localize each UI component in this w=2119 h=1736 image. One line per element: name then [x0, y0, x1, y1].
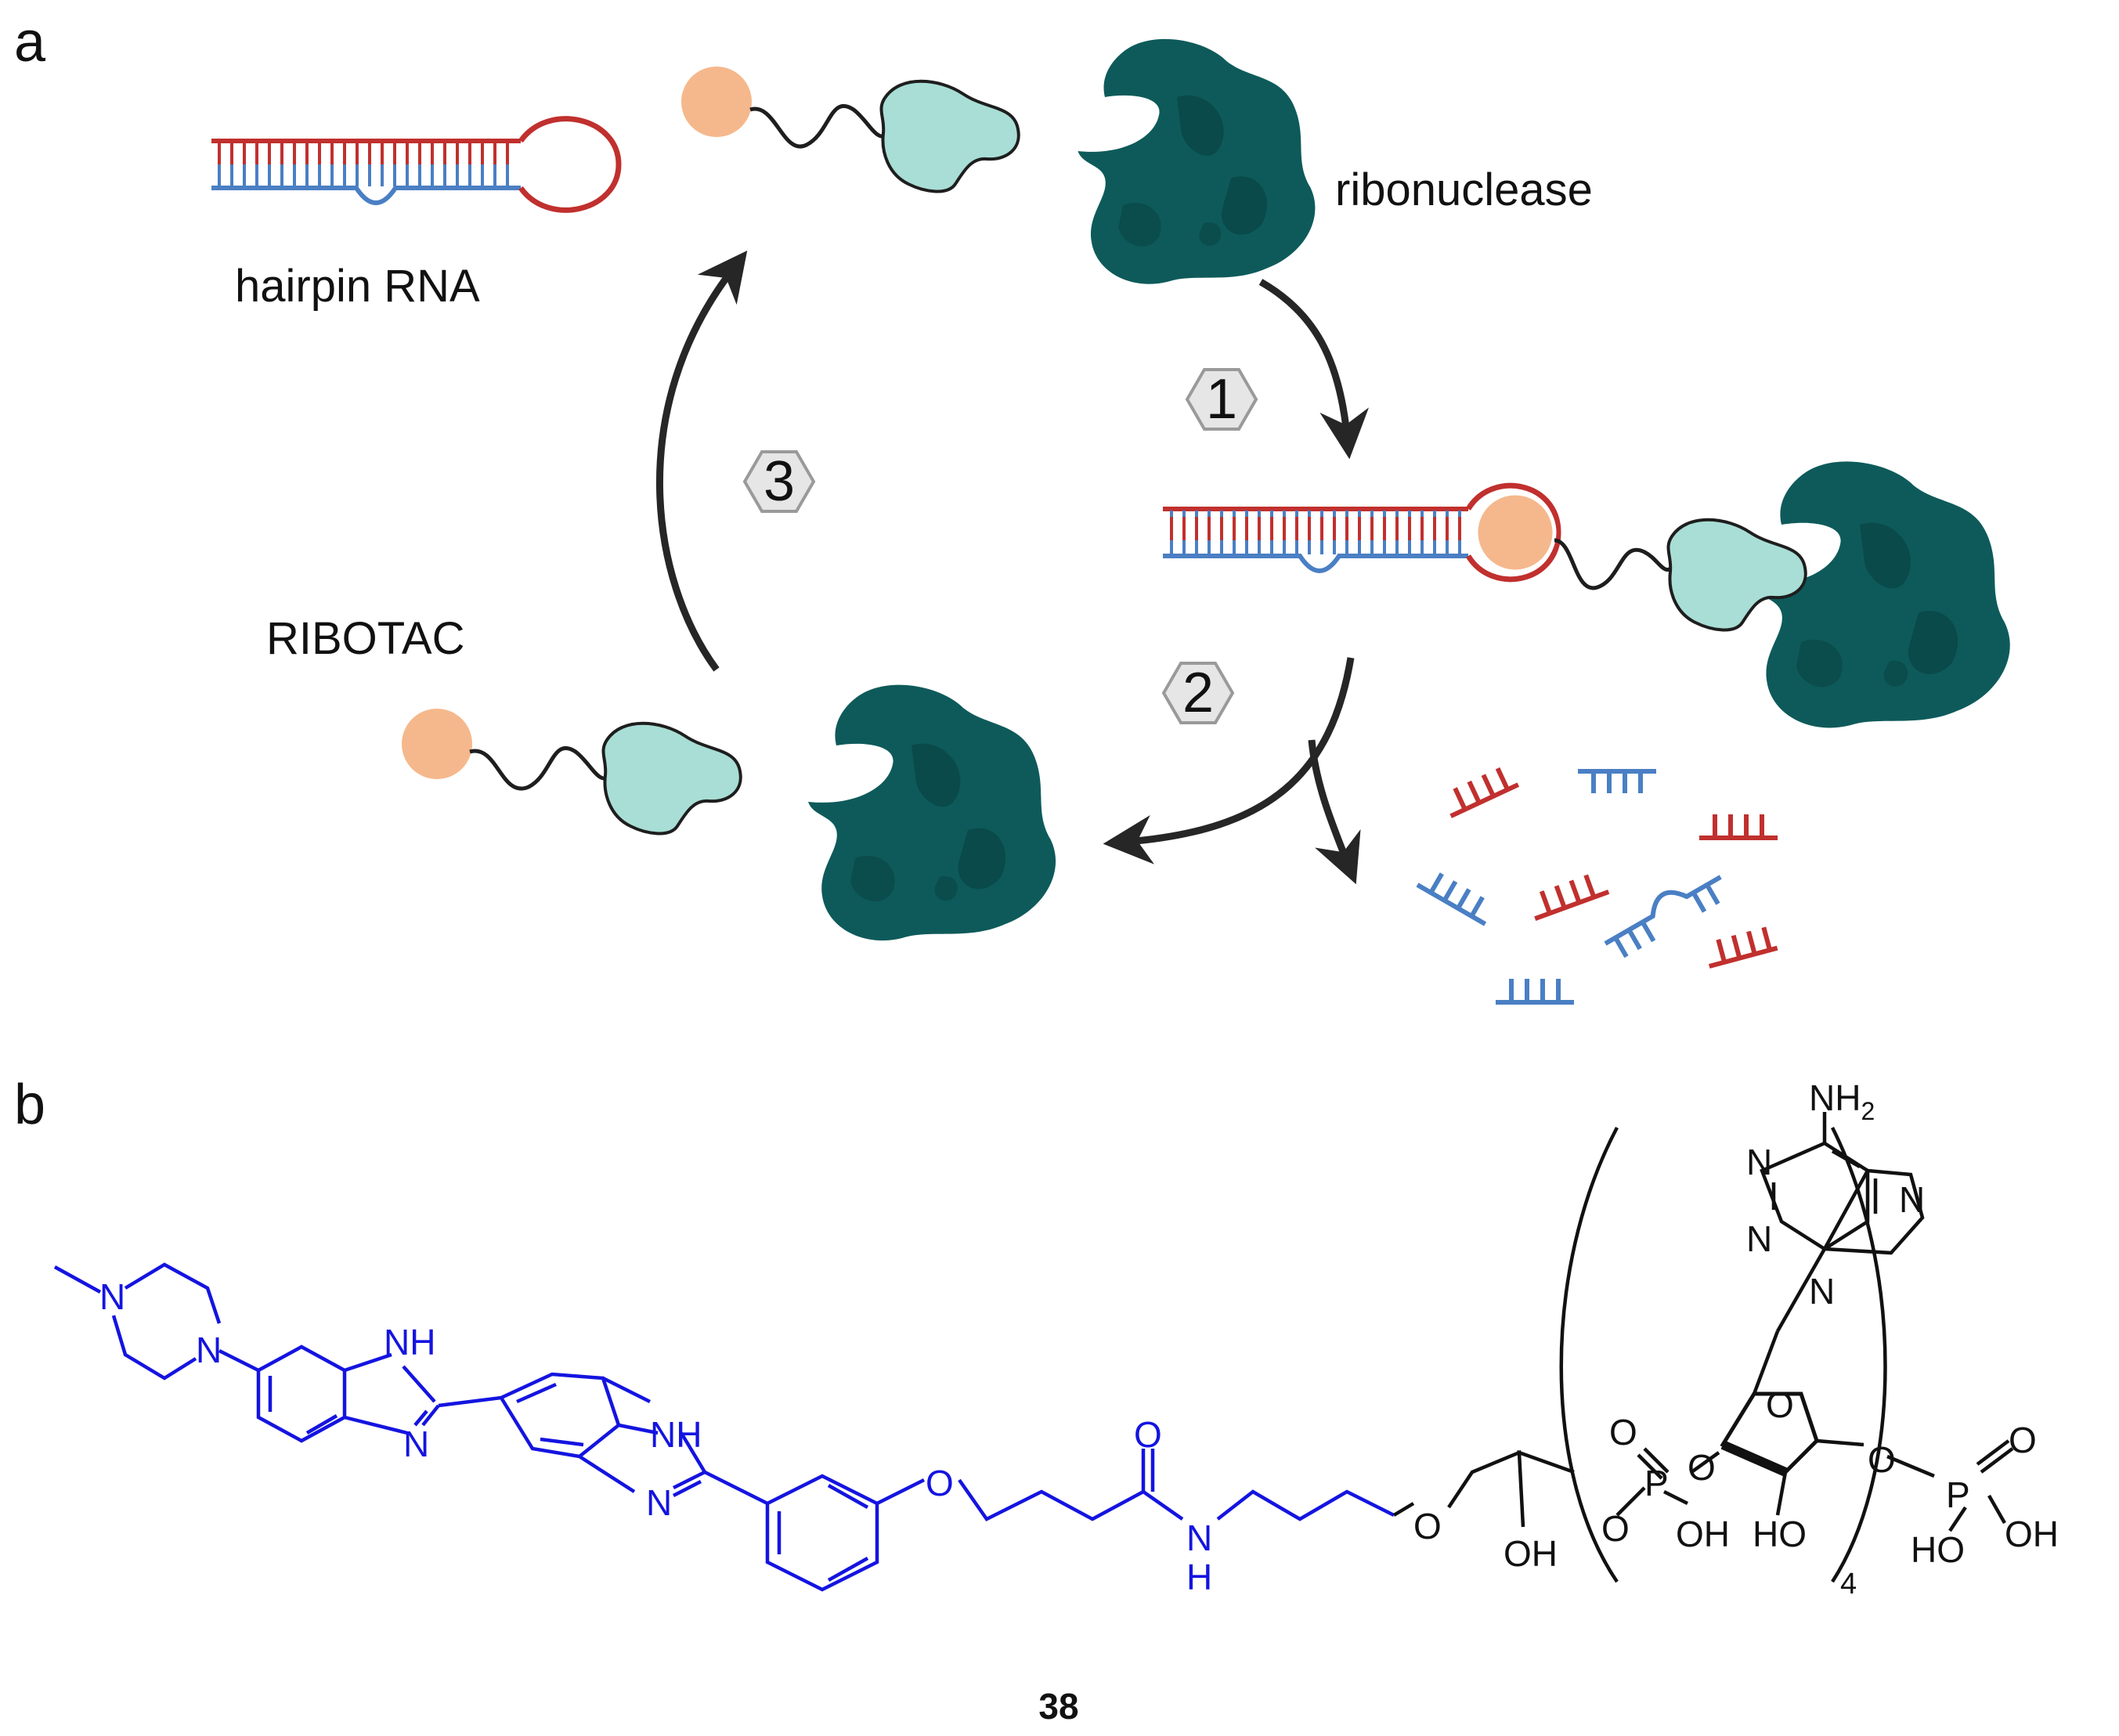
atom-p2: P [1946, 1474, 1970, 1515]
compound-number: 38 [1038, 1686, 1078, 1727]
step-2-badge: 2 [1162, 662, 1234, 724]
panel-a: a hairpin RNA ribonuclease 1 [14, 11, 2010, 1005]
molecule-black-part: O OH O O P O OH O HO O P O OH HO NH2 N N… [1392, 1077, 2059, 1601]
atom-n-amide: N [1186, 1518, 1212, 1558]
atom-n-pur9: N [1809, 1271, 1835, 1312]
ribonuclease-top [1078, 38, 1316, 284]
atom-n-2: N [646, 1482, 672, 1523]
arrow-step-1 [1258, 279, 1370, 460]
atom-o-p1b: O [1609, 1412, 1637, 1453]
atom-h-amide: H [1186, 1557, 1212, 1597]
hairpin-rna-label: hairpin RNA [235, 261, 480, 312]
panel-a-label: a [14, 11, 46, 74]
ribotac-label: RIBOTAC [266, 613, 465, 664]
atom-o-carbonyl: O [1134, 1414, 1162, 1455]
atom-o-p1c: O [1688, 1447, 1716, 1488]
arrow-step-2-to-fragments [1308, 739, 1361, 885]
atom-nh-2: NH [650, 1414, 702, 1455]
step-3-label: 3 [763, 450, 795, 513]
ribotac-top [681, 67, 1020, 193]
step-3-badge: 3 [743, 450, 815, 513]
arrow-step-3 [655, 251, 748, 672]
arrow-step-2-to-enzyme [1103, 657, 1355, 864]
atom-o-p2a: O [1868, 1439, 1896, 1480]
panel-b-label: b [14, 1074, 45, 1136]
atom-oh-p2: OH [2005, 1514, 2059, 1554]
step-1-badge: 1 [1186, 368, 1258, 431]
repeat-subscript: 4 [1840, 1568, 1857, 1601]
atom-o-glycerol: O [1413, 1506, 1442, 1547]
molecule-blue-part: N N NH N NH N O O N H [53, 1262, 1395, 1597]
atom-nh2: NH2 [1809, 1077, 1875, 1125]
atom-n-pur3: N [1746, 1218, 1772, 1259]
atom-oh-p1: OH [1676, 1514, 1730, 1554]
step-2-label: 2 [1182, 662, 1214, 724]
atom-o-ether: O [926, 1463, 954, 1503]
atom-o-p1a: O [1601, 1508, 1630, 1549]
step-1-label: 1 [1206, 368, 1237, 431]
atom-oh-glycerol: OH [1504, 1533, 1558, 1574]
atom-n-pur1: N [1746, 1142, 1772, 1182]
ternary-complex [1163, 461, 2010, 728]
ribonuclease-label: ribonuclease [1335, 164, 1593, 215]
rna-fragments [1416, 767, 1778, 1005]
atom-n-1: N [403, 1424, 429, 1464]
atom-o-ring: O [1766, 1384, 1794, 1425]
atom-n-methyl: N [99, 1276, 125, 1317]
atom-ho-p2: HO [1911, 1529, 1965, 1570]
ribotac-bottom [402, 709, 742, 836]
atom-ho-ring: HO [1753, 1514, 1807, 1554]
panel-b: b [14, 1074, 2059, 1727]
atom-n-aryl: N [196, 1330, 222, 1370]
atom-o-p2b: O [2009, 1420, 2037, 1460]
atom-nh-1: NH [384, 1322, 435, 1362]
hairpin-rna [211, 116, 622, 213]
atom-n-pur7: N [1899, 1179, 1925, 1220]
atom-p1: P [1644, 1463, 1669, 1503]
ribonuclease-bottom [808, 684, 1056, 941]
